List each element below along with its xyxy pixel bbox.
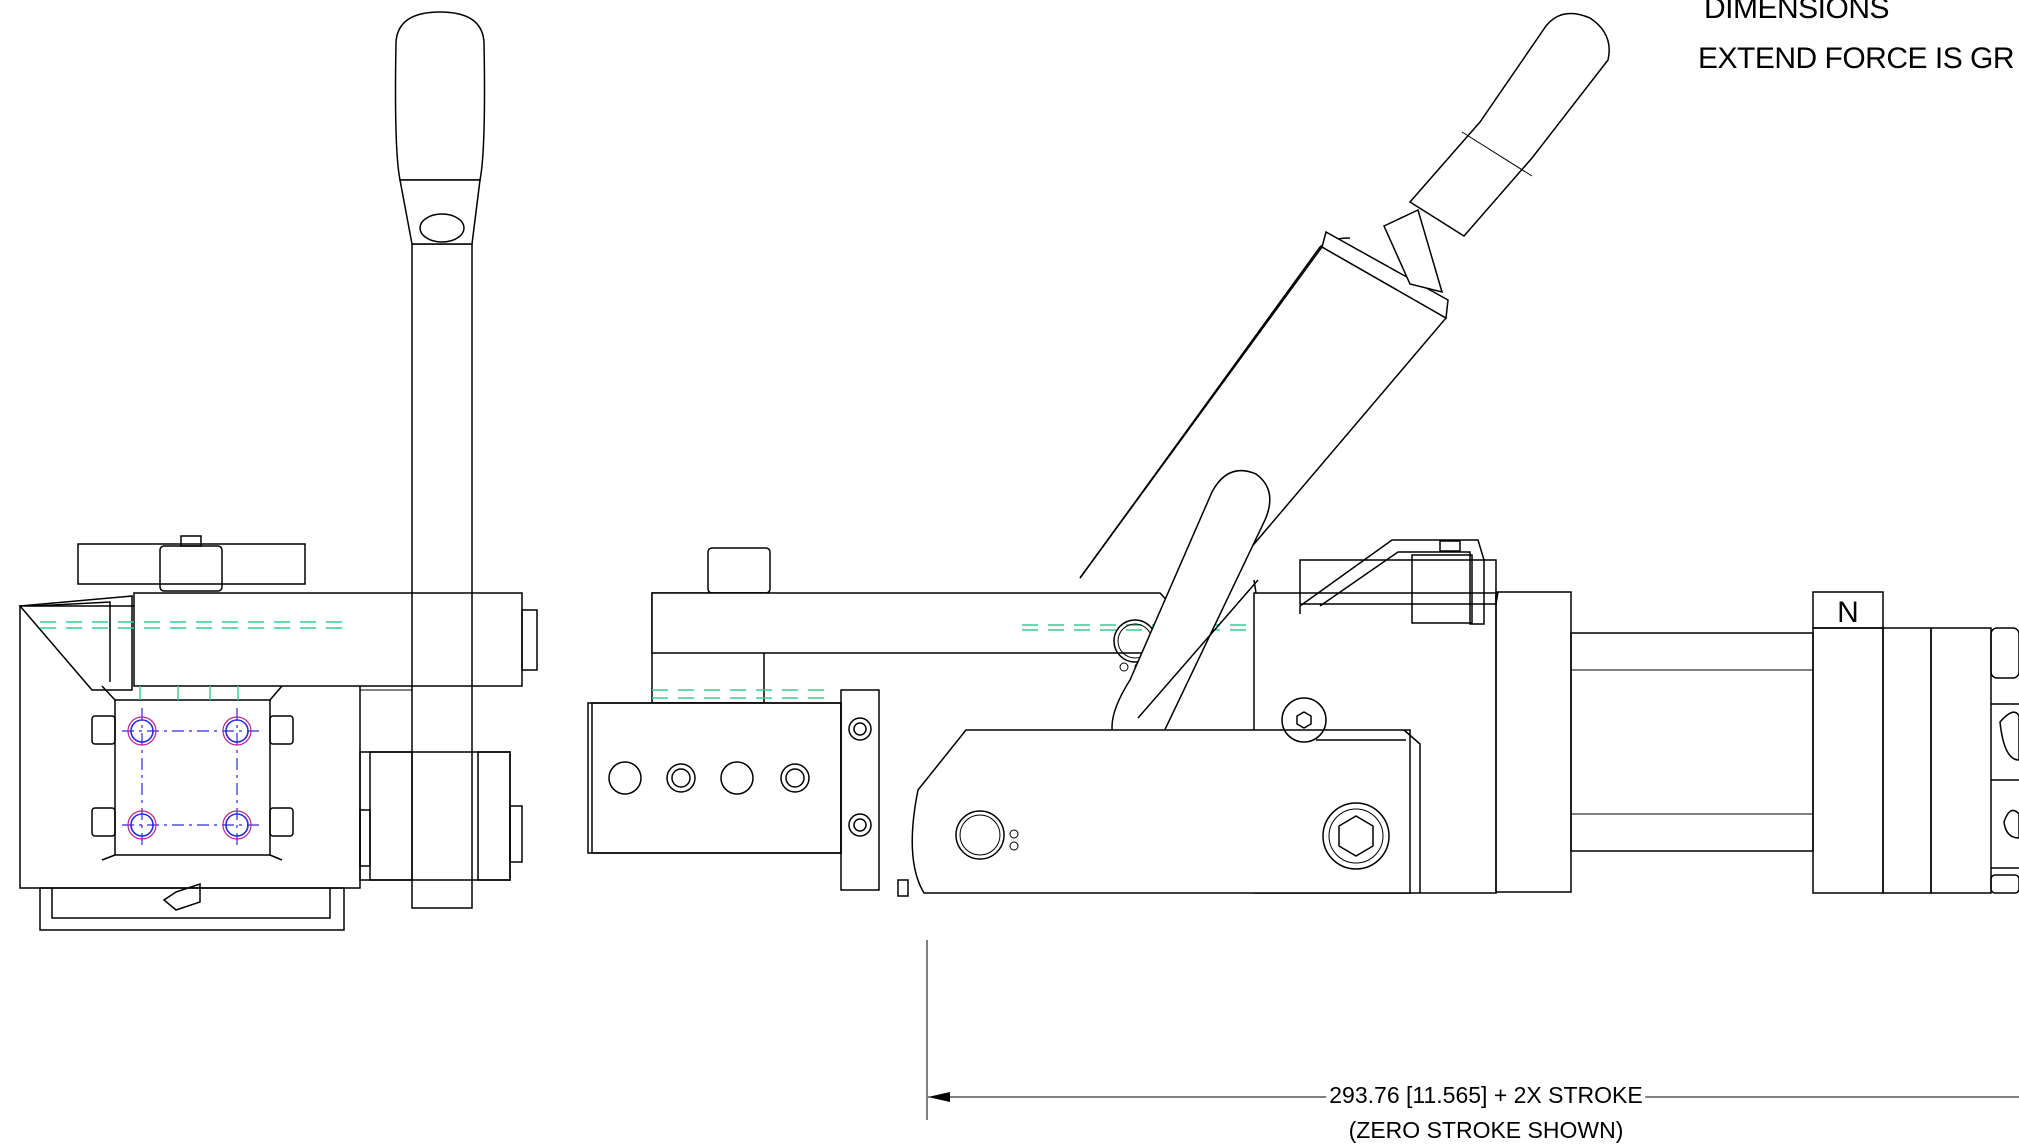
dimension-label: 293.76 [11.565] + 2X STROKE: [1326, 1082, 1646, 1109]
note-dimensions: DIMENSIONS: [1704, 0, 1890, 25]
dimension-sublabel: (ZERO STROKE SHOWN): [1345, 1117, 1627, 1144]
cylinder-marking: N: [1837, 596, 1859, 629]
note-extend-force: EXTEND FORCE IS GR: [1698, 42, 2015, 75]
side-view: N: [587, 12, 2019, 897]
end-view: [18, 11, 538, 931]
